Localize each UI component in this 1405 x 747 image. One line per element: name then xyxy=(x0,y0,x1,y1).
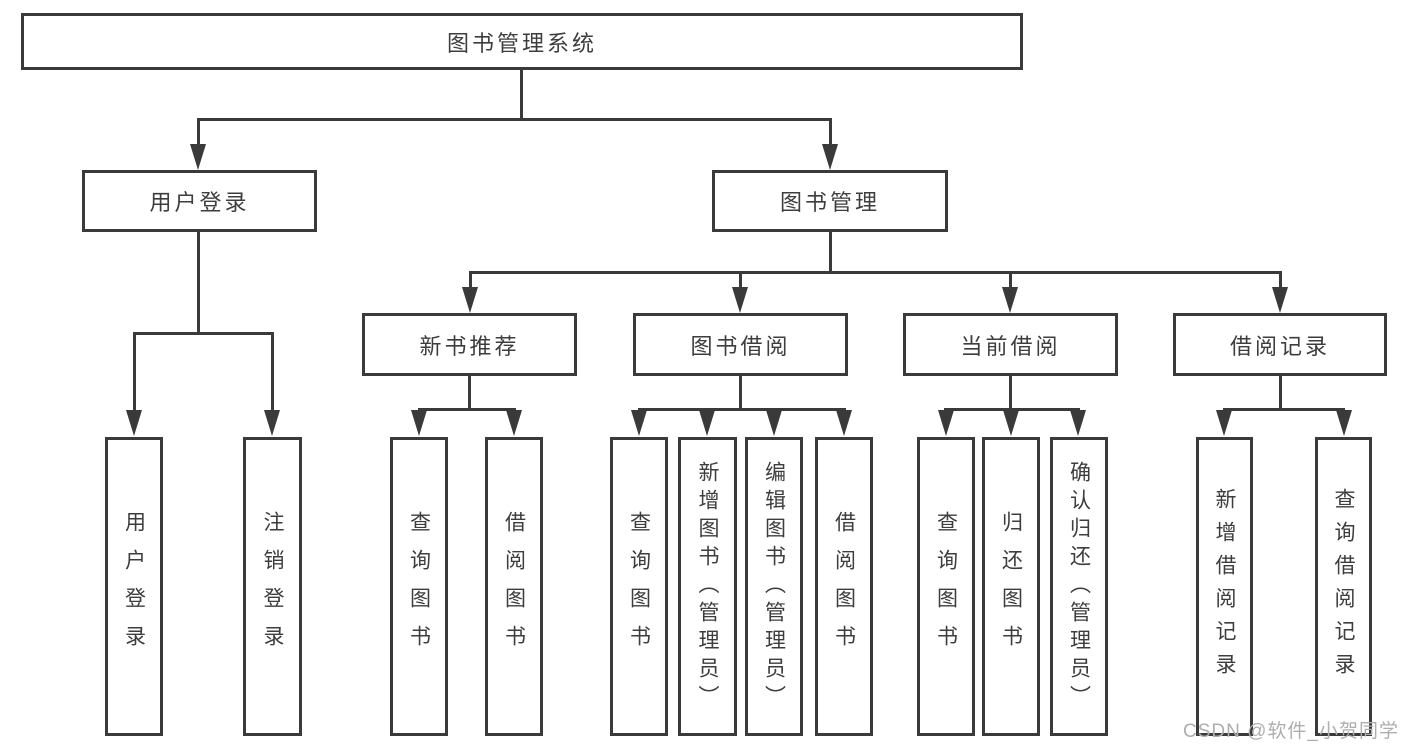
node-label: 图书借阅 xyxy=(690,333,791,359)
connector-stem xyxy=(1279,271,1282,289)
node-book-borrowing: 图书借阅 xyxy=(633,313,848,376)
node-book-management: 图书管理 xyxy=(712,170,948,232)
connector-trunk-new-book-recommend xyxy=(468,376,471,410)
arrow-down-icon xyxy=(699,410,715,436)
node-label: 借阅图书 xyxy=(832,510,856,663)
arrow-down-icon xyxy=(1070,410,1086,436)
node-label: 查询图书 xyxy=(407,510,431,663)
arrow-down-icon xyxy=(126,410,142,436)
arrow-down-icon xyxy=(1002,287,1018,313)
connector-trunk-current-borrowing xyxy=(1009,376,1012,410)
connector-trunk-root xyxy=(520,70,523,120)
node-label: 新书推荐 xyxy=(419,333,520,359)
arrow-down-icon xyxy=(462,287,478,313)
node-label: 新增借阅记录 xyxy=(1213,487,1236,686)
node-label: 编辑图书（管理员） xyxy=(762,460,786,713)
arrow-down-icon xyxy=(1272,287,1288,313)
arrow-down-icon xyxy=(264,410,280,436)
leaf-br-query-record: 查询借阅记录 xyxy=(1315,437,1372,736)
connector-stem xyxy=(133,332,136,411)
arrow-down-icon xyxy=(631,410,647,436)
connector-rail-book-borrowing xyxy=(638,408,846,411)
node-label: 确认归还（管理员） xyxy=(1067,460,1091,713)
leaf-bb-edit-books-admin: 编辑图书（管理员） xyxy=(745,437,803,736)
node-label: 用户登录 xyxy=(122,510,146,663)
connector-stem xyxy=(739,271,742,289)
connector-trunk-book-management xyxy=(829,232,832,274)
node-new-book-recommend: 新书推荐 xyxy=(362,313,577,376)
leaf-nb-query-books: 查询图书 xyxy=(390,437,448,736)
connector-rail-new-book-recommend xyxy=(418,408,516,411)
connector-rail-borrow-records xyxy=(1223,408,1345,411)
connector-stem xyxy=(197,118,200,146)
connector-trunk-book-borrowing xyxy=(739,376,742,410)
node-label: 注销登录 xyxy=(261,510,284,663)
node-user-login: 用户登录 xyxy=(82,170,317,232)
leaf-bb-query-books: 查询图书 xyxy=(610,437,668,736)
arrow-down-icon xyxy=(836,410,852,436)
arrow-down-icon xyxy=(190,144,206,170)
leaf-bb-borrow-books: 借阅图书 xyxy=(815,437,873,736)
arrow-down-icon xyxy=(1336,410,1352,436)
node-label: 借阅图书 xyxy=(502,510,526,663)
node-borrow-records: 借阅记录 xyxy=(1173,313,1387,376)
node-label: 图书管理 xyxy=(779,190,880,215)
node-label: 查询图书 xyxy=(627,510,651,663)
node-label: 归还图书 xyxy=(999,510,1023,663)
leaf-user-login: 用户登录 xyxy=(105,437,163,736)
node-current-borrowing: 当前借阅 xyxy=(903,313,1118,376)
node-label: 借阅记录 xyxy=(1229,333,1330,359)
connector-stem xyxy=(829,118,832,146)
watermark: CSDN @软件_小贺同学 xyxy=(1183,721,1399,742)
connector-trunk-user-login xyxy=(197,232,200,334)
node-label: 查询借阅记录 xyxy=(1332,487,1355,686)
arrow-down-icon xyxy=(732,287,748,313)
connector-trunk-borrow-records xyxy=(1279,376,1282,410)
connector-stem xyxy=(469,271,472,289)
arrow-down-icon xyxy=(766,410,782,436)
node-root: 图书管理系统 xyxy=(21,13,1023,70)
node-label: 新增图书（管理员） xyxy=(696,460,719,713)
leaf-cb-return-books: 归还图书 xyxy=(982,437,1040,736)
connector-stem xyxy=(1009,271,1012,289)
arrow-down-icon xyxy=(1003,410,1019,436)
connector-stem xyxy=(271,332,274,411)
connector-rail-level2 xyxy=(197,118,832,121)
leaf-cb-query-books: 查询图书 xyxy=(917,437,975,736)
leaf-br-add-record: 新增借阅记录 xyxy=(1196,437,1253,736)
leaf-bb-add-books-admin: 新增图书（管理员） xyxy=(678,437,737,736)
node-label: 图书管理系统 xyxy=(446,30,597,56)
arrow-down-icon xyxy=(411,410,427,436)
leaf-cb-confirm-return-admin: 确认归还（管理员） xyxy=(1050,437,1108,736)
arrow-down-icon xyxy=(506,410,522,436)
leaf-nb-borrow-books: 借阅图书 xyxy=(485,437,543,736)
node-label: 当前借阅 xyxy=(960,333,1061,359)
connector-rail-user-login xyxy=(133,332,274,335)
node-label: 用户登录 xyxy=(149,190,250,215)
connector-rail-current-borrowing xyxy=(944,408,1080,411)
arrow-down-icon xyxy=(822,144,838,170)
leaf-logout: 注销登录 xyxy=(243,437,302,736)
connector-rail-level3 xyxy=(469,271,1282,274)
arrow-down-icon xyxy=(1216,410,1232,436)
arrow-down-icon xyxy=(938,410,954,436)
node-label: 查询图书 xyxy=(934,510,958,663)
